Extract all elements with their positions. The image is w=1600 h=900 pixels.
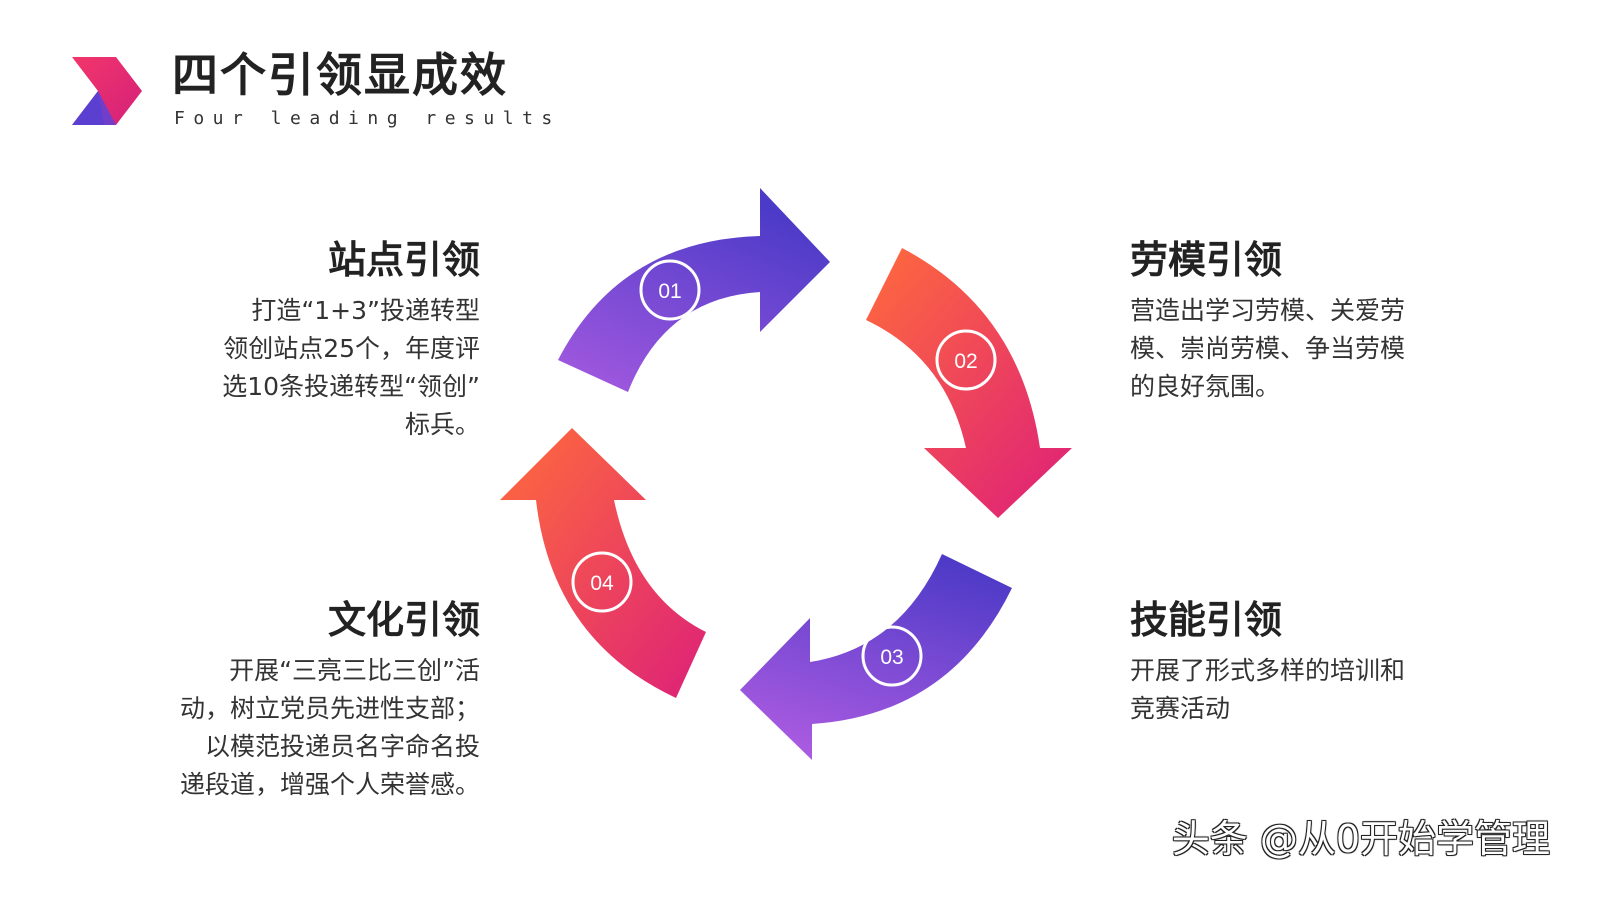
cycle-diagram: 01 02 03 04 (500, 188, 1072, 760)
block-line: 模、崇尚劳模、争当劳模 (1130, 333, 1406, 363)
svg-text:02: 02 (954, 350, 977, 373)
cycle-arrow-4 (500, 428, 706, 698)
cycle-arrow-2 (866, 248, 1072, 518)
block-line: 开展了形式多样的培训和 (1130, 655, 1406, 685)
block-line: 递段道，增强个人荣誉感。 (179, 769, 480, 799)
block-line: 选10条投递转型“领创” (222, 371, 480, 401)
block-line: 竞赛活动 (1130, 693, 1231, 723)
block-line: 的良好氛围。 (1130, 371, 1281, 401)
block-body: 开展“三亮三比三创”活 动，树立党员先进性支部； 以模范投递员名字命名投 递段道… (150, 652, 480, 804)
svg-text:03: 03 (880, 646, 903, 669)
block-title: 劳模引领 (1130, 238, 1283, 282)
block-line: 以模范投递员名字命名投 (204, 731, 480, 761)
step-badge-3: 03 (861, 625, 923, 687)
block-body: 营造出学习劳模、关爱劳 模、崇尚劳模、争当劳模 的良好氛围。 (1130, 292, 1430, 406)
block-line: 开展“三亮三比三创”活 (229, 655, 480, 685)
block-title: 技能引领 (1130, 598, 1283, 642)
block-culture-lead: 文化引领 开展“三亮三比三创”活 动，树立党员先进性支部； 以模范投递员名字命名… (150, 598, 480, 804)
svg-text:04: 04 (590, 572, 614, 595)
logo-chevron-icon (72, 57, 142, 125)
block-line: 打造“1+3”投递转型 (251, 295, 480, 325)
block-skill-lead: 技能引领 开展了形式多样的培训和 竞赛活动 (1130, 598, 1430, 728)
page-subtitle: Four leading results (174, 108, 561, 129)
block-body: 开展了形式多样的培训和 竞赛活动 (1130, 652, 1430, 728)
block-title: 站点引领 (327, 238, 480, 282)
block-line: 营造出学习劳模、关爱劳 (1130, 295, 1406, 325)
block-line: 领创站点25个，年度评 (223, 333, 480, 363)
page-title: 四个引领显成效 (172, 48, 508, 102)
block-model-worker-lead: 劳模引领 营造出学习劳模、关爱劳 模、崇尚劳模、争当劳模 的良好氛围。 (1130, 238, 1430, 406)
svg-text:01: 01 (658, 280, 681, 303)
block-title: 文化引领 (327, 598, 480, 642)
watermark: 头条 @从0开始学管理 (1171, 817, 1550, 861)
block-station-lead: 站点引领 打造“1+3”投递转型 领创站点25个，年度评 选10条投递转型“领创… (150, 238, 480, 444)
step-badge-2: 02 (935, 329, 997, 391)
cycle-arrow-3 (740, 554, 1012, 760)
step-badge-4: 04 (571, 551, 633, 613)
block-line: 标兵。 (404, 409, 480, 439)
block-line: 动，树立党员先进性支部； (179, 693, 480, 723)
cycle-arrow-1 (558, 188, 830, 392)
block-body: 打造“1+3”投递转型 领创站点25个，年度评 选10条投递转型“领创” 标兵。 (150, 292, 480, 444)
step-badge-1: 01 (639, 259, 701, 321)
